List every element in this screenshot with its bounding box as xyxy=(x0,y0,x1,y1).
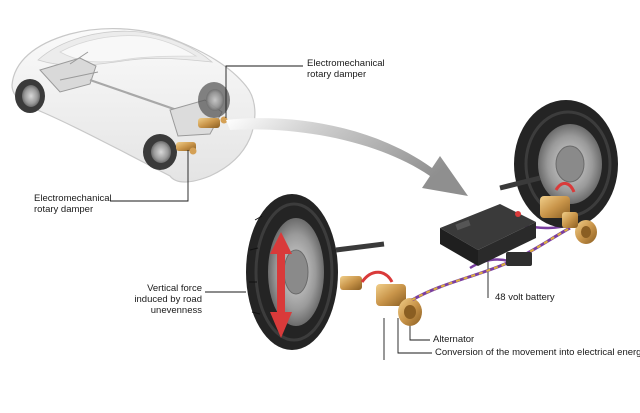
label-conversion-text: Conversion of the movement into electric… xyxy=(435,347,640,358)
label-damper-top-line1: Electromechanical xyxy=(307,58,385,69)
car-rear-wheel xyxy=(15,79,45,113)
label-battery-text: 48 volt battery xyxy=(495,292,555,303)
label-vertical-force-line1: Vertical force xyxy=(147,283,202,294)
label-damper-top: Electromechanical rotary damper xyxy=(307,58,385,80)
label-alternator-text: Alternator xyxy=(433,334,475,345)
vertical-force-arrow xyxy=(270,232,292,338)
label-vertical-force-line2: induced by road xyxy=(134,294,202,305)
wheel-left xyxy=(246,194,338,350)
label-damper-top-line2: rotary damper xyxy=(307,69,367,80)
car-illustration xyxy=(11,28,256,183)
car-window xyxy=(59,35,198,63)
car-front-wheel-right xyxy=(198,82,230,118)
car-front-wheel xyxy=(143,134,177,170)
label-damper-left-line1: Electromechanical xyxy=(34,193,112,204)
label-alternator: Alternator xyxy=(433,334,474,345)
axle-right xyxy=(499,175,541,191)
label-battery: 48 volt battery xyxy=(495,292,555,303)
label-damper-left: Electromechanical rotary damper xyxy=(34,193,112,215)
car-damper-bottom xyxy=(176,142,197,155)
zoom-arrow xyxy=(226,118,468,196)
axle-left xyxy=(335,241,385,253)
car-damper-top xyxy=(198,116,228,128)
rotary-damper-right xyxy=(540,182,597,244)
label-vertical-force: Vertical force induced by road unevennes… xyxy=(122,283,202,316)
label-damper-left-line2: rotary damper xyxy=(34,204,94,215)
rotary-damper-left xyxy=(340,270,422,326)
battery-48v xyxy=(440,204,536,266)
label-vertical-force-line3: unevenness xyxy=(150,305,202,316)
label-conversion: Conversion of the movement into electric… xyxy=(435,347,640,358)
wheel-right xyxy=(514,100,618,228)
